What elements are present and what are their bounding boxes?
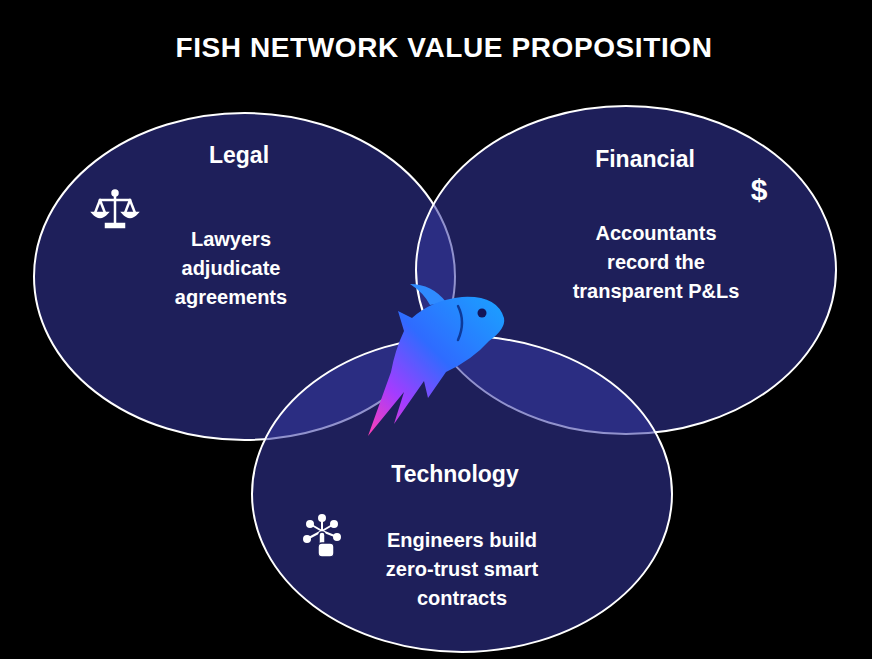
node-body: Accountants record the transparent P&Ls bbox=[566, 219, 746, 306]
network-touch-icon bbox=[304, 515, 340, 557]
ellipse-node: TechnologyEngineers build zero-trust sma… bbox=[251, 335, 673, 653]
scales-icon bbox=[93, 191, 137, 228]
node-heading: Legal bbox=[209, 142, 269, 169]
symbol-label: $ bbox=[751, 173, 768, 207]
ellipse-shape bbox=[252, 336, 672, 652]
node-heading: Financial bbox=[595, 146, 695, 173]
node-body: Engineers build zero-trust smart contrac… bbox=[378, 526, 546, 613]
diagram-title: FISH NETWORK VALUE PROPOSITION bbox=[175, 32, 712, 64]
fish-logo bbox=[368, 284, 504, 436]
node-heading: Technology bbox=[391, 461, 518, 488]
node-body: Lawyers adjudicate agreements bbox=[156, 225, 306, 312]
